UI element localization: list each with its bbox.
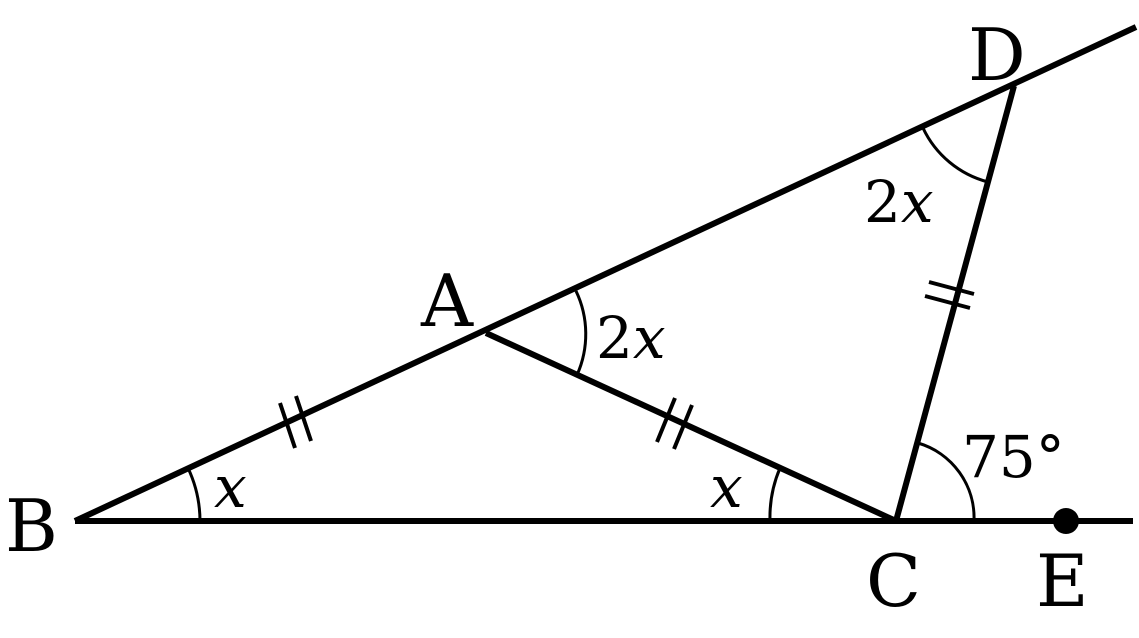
label-point-c: C [866, 539, 921, 623]
line-b-through-a-d-extended [73, 24, 1138, 524]
angle-label-c-exterior: 75° [962, 423, 1065, 491]
segment-a-c [484, 330, 898, 524]
tick-marks-ab [278, 395, 313, 449]
point-e-dot [1053, 508, 1079, 534]
angle-label-c-in-abc: x [710, 453, 743, 521]
label-point-d: D [968, 13, 1026, 97]
angle-arc-a [574, 290, 588, 376]
angle-label-a: 2x [596, 304, 666, 372]
angle-arc-b [186, 467, 202, 522]
angle-label-d: 2x [864, 168, 934, 236]
angle-arc-c-exterior [917, 441, 976, 522]
tick-marks-cd [924, 280, 975, 310]
label-point-e: E [1036, 539, 1089, 623]
tick-marks-ac [655, 397, 694, 450]
angle-label-b: x [214, 453, 247, 521]
label-point-b: B [5, 484, 58, 568]
label-point-a: A [420, 259, 474, 343]
angle-arc-c-in-abc [768, 467, 782, 522]
angle-arc-d [921, 127, 989, 184]
